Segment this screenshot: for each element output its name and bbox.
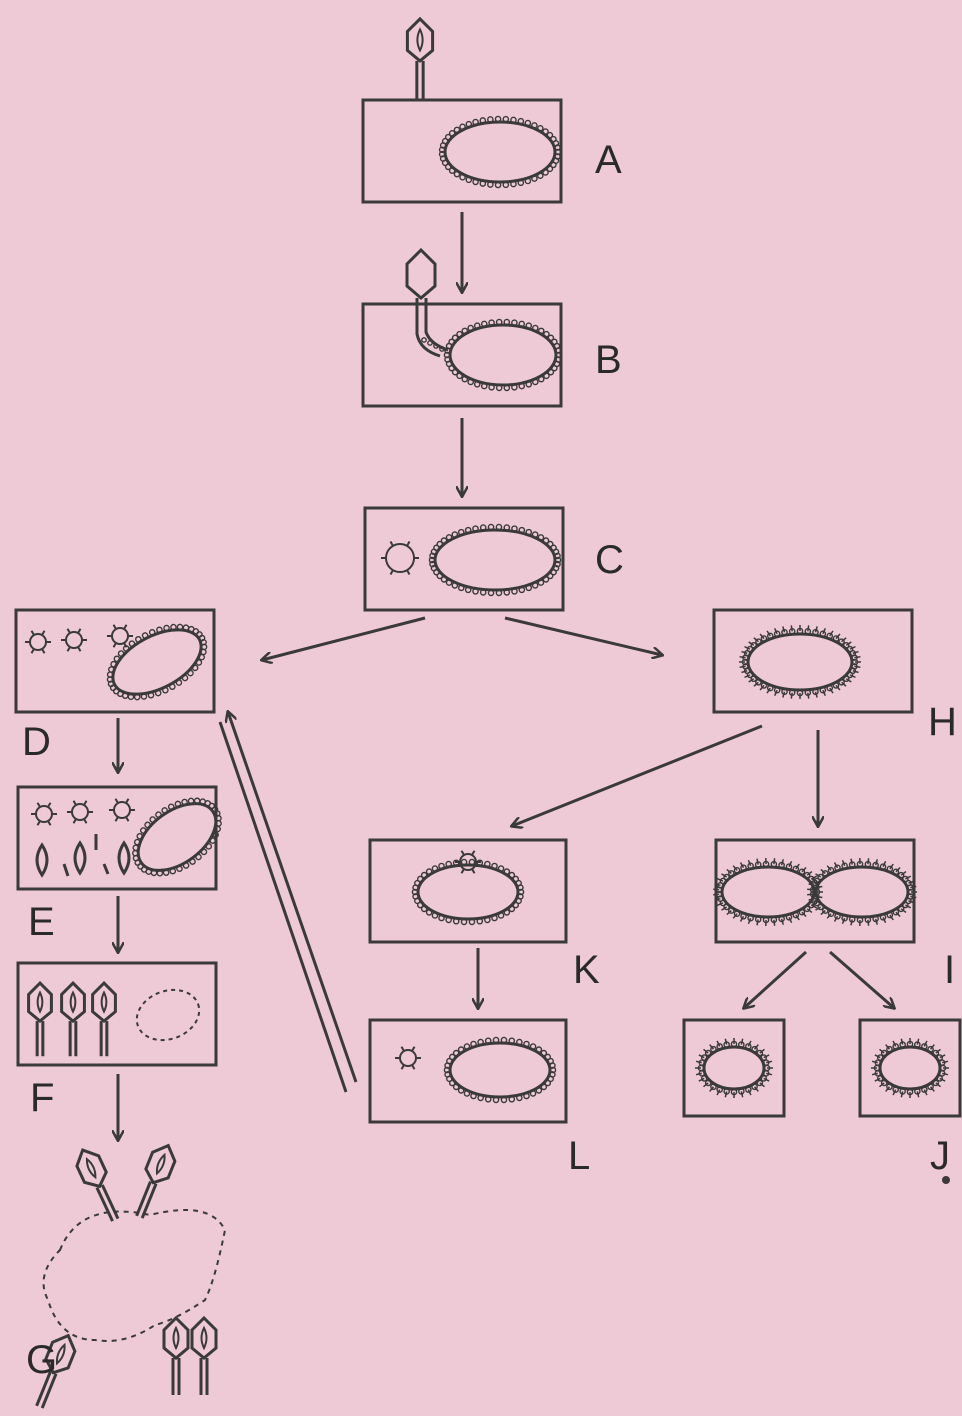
arrow-h-k [512,726,762,826]
phage-head-e1 [37,845,47,875]
phage-f3 [93,983,116,1056]
phage-g4 [164,1318,188,1395]
phage-head-e2 [75,843,85,873]
phage-tail-e1 [64,864,68,876]
chromosome-e [118,782,235,891]
phage-dna-e2 [67,801,93,824]
chromosome-i-left [713,858,823,926]
phage-dna-e1 [31,803,57,826]
label-k: K [573,950,600,990]
phage-a [407,19,432,100]
prophage-k [455,851,481,874]
label-d: D [22,722,51,762]
phage-f2 [62,983,85,1056]
flow-arrows [118,212,950,1184]
label-g: G [26,1340,57,1380]
chromosome-i-right [807,858,917,926]
chromosome-c [429,524,560,595]
phage-tail-e3 [104,864,108,874]
burst-cell-g [44,1210,225,1341]
lysed-chromosome-f [130,982,207,1049]
arrow-c-h [505,618,662,655]
chromosome-l [444,1037,555,1102]
label-b: B [595,340,622,380]
label-a: A [595,140,622,180]
label-h: H [928,702,957,742]
chromosome-j-left [695,1038,773,1098]
chromosome-b [444,319,561,390]
label-c: C [595,540,624,580]
phage-g2 [128,1141,179,1221]
cell-box-l [370,1020,566,1122]
phage-dna-d1 [25,631,51,654]
phage-dna-e3 [109,799,135,822]
label-j: J [930,1136,950,1176]
label-l: L [568,1136,590,1176]
chromosome-j-right [871,1038,949,1098]
cell-boxes [16,100,960,1122]
phage-g1 [72,1145,126,1225]
cell-box-k [370,840,566,942]
chromosome-a [440,116,561,187]
arrow-l-d-b [220,722,346,1092]
cell-box-a [363,100,561,202]
cell-box-h [714,610,912,712]
arrow-i-j-left [744,952,806,1008]
arrow-c-d [262,618,425,660]
label-i: I [944,950,955,990]
label-e: E [28,902,55,942]
arrow-i-j-right [830,952,894,1008]
phage-g5 [192,1318,216,1395]
phage-dna-l [395,1047,421,1070]
label-f: F [30,1078,54,1118]
phage-dna-c [381,542,419,575]
chromosome-h [739,625,861,699]
phage-f1 [29,983,52,1056]
phage-dna-d2 [61,629,87,652]
phage-head-e3 [119,843,129,873]
phage-particles [25,19,481,1411]
arrow-l-d-a [228,712,356,1082]
cell-box-c [365,508,563,610]
cell-box-b [363,304,561,406]
